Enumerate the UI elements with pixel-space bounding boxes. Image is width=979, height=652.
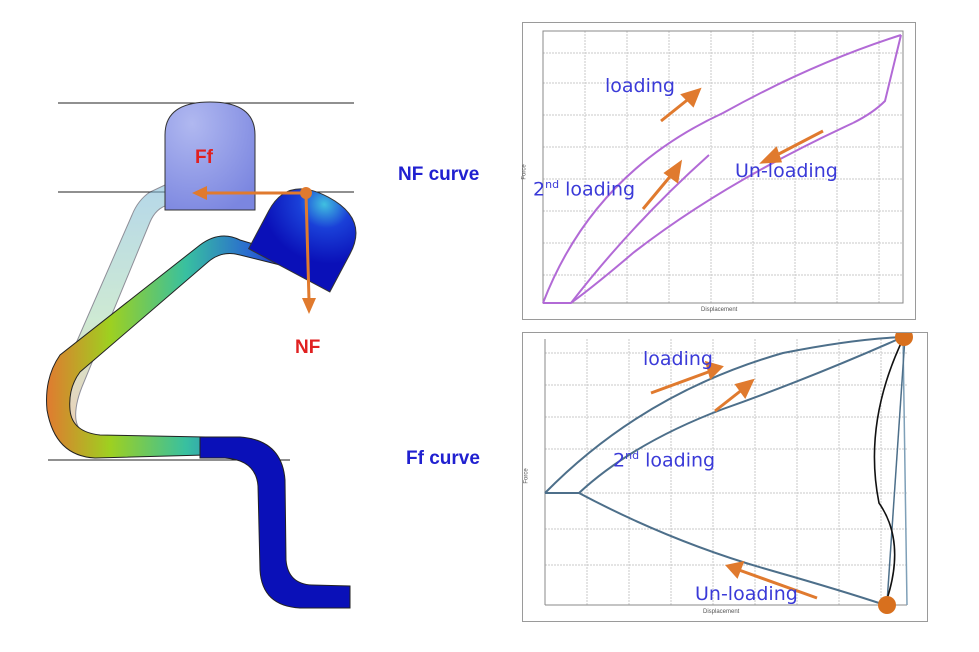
nf-anno-loading: loading	[605, 75, 675, 97]
ff-plot: loading 2nd loading Un-loading Force Dis…	[522, 332, 928, 622]
nf-arrow	[304, 192, 311, 301]
ff-trough-dot	[878, 596, 896, 614]
ff-anno-unloading: Un-loading	[695, 583, 798, 605]
nf-second-loading-arrow	[641, 172, 675, 210]
nf-xlabel: Displacement	[701, 307, 738, 313]
nf-ylabel: Force	[521, 164, 528, 180]
deformed-cap	[247, 188, 357, 293]
ff-ylabel: Force	[523, 468, 530, 484]
ff-loading-curve	[544, 336, 904, 494]
ff-curve-caption: Ff curve	[406, 448, 480, 469]
nf-label: NF	[295, 337, 321, 358]
nf-unloading-curve	[543, 122, 854, 304]
nf-plot-canvas	[542, 30, 904, 304]
ff-second-loading-arrow	[714, 387, 744, 413]
nf-anno-unloading: Un-loading	[735, 160, 838, 182]
nf-arrowhead	[302, 298, 316, 314]
nf-loading-curve	[542, 34, 902, 304]
ff-loading-arrow	[650, 369, 712, 395]
fea-illustration	[46, 101, 357, 609]
ff-arrowhead	[192, 186, 207, 200]
nf-loading-arrow	[660, 95, 692, 123]
ff-anno-second-loading: 2nd loading	[613, 449, 716, 472]
ff-anno-loading: loading	[643, 348, 713, 370]
deformed-lip	[46, 235, 301, 459]
nf-peak-segment	[852, 34, 902, 124]
nf-unloading-arrow	[772, 129, 824, 159]
ff-second-loading-curve	[578, 336, 904, 494]
ff-plot-canvas	[544, 333, 913, 614]
ff-xlabel: Displacement	[703, 609, 740, 615]
nf-plot: loading 2nd loading Un-loading Force Dis…	[522, 22, 916, 320]
seal-foot	[199, 436, 351, 609]
ff-peak-dot	[895, 333, 913, 346]
ff-unloading-curve	[578, 492, 886, 606]
nf-curve-caption: NF curve	[398, 164, 480, 185]
ff-unloading-arrow	[738, 568, 818, 600]
nf-anno-second-loading: 2nd loading	[533, 178, 636, 201]
nf-second-loading-curve	[570, 154, 710, 304]
ff-return-line	[886, 336, 906, 604]
load-point-dot	[300, 187, 312, 199]
ff-label: Ff	[195, 147, 213, 168]
undeformed-cap	[164, 101, 256, 211]
ff-right-edge	[902, 336, 908, 606]
ff-transition-curve	[873, 338, 904, 606]
